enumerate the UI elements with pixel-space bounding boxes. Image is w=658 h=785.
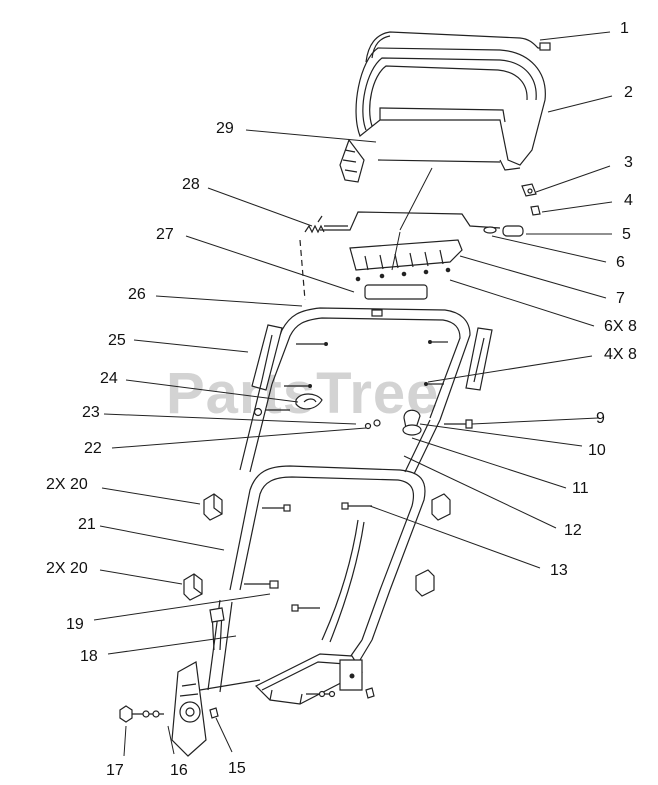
callout-25: 25 (108, 332, 126, 349)
part-lower-handle (207, 379, 441, 693)
part-control-cable (321, 519, 365, 643)
part-adjuster-plate (119, 661, 261, 757)
part-handle-grip-left (251, 324, 493, 391)
callout-21: 21 (78, 516, 96, 533)
watermark: PartsTree (166, 361, 440, 426)
small-fasteners (284, 340, 448, 388)
callout-2x20-upper: 2X 20 (46, 476, 88, 493)
callout-9: 9 (596, 410, 605, 427)
callout-23: 23 (82, 404, 100, 421)
callout-7: 7 (616, 290, 625, 307)
callout-2x20-lower: 2X 20 (46, 560, 88, 577)
part-cable (365, 31, 551, 63)
callout-12: 12 (564, 522, 582, 539)
callout-18: 18 (80, 648, 98, 665)
part-bracket-and-nut (521, 183, 541, 216)
callout-29: 29 (216, 120, 234, 137)
part-hinge-plate (349, 239, 463, 282)
part-washers (253, 407, 381, 430)
callout-6: 6 (616, 254, 625, 271)
callout-10: 10 (588, 442, 606, 459)
part-handle-knobs (183, 493, 451, 612)
callout-5: 5 (622, 226, 631, 243)
callout-15: 15 (228, 760, 246, 777)
part-upper-handle (261, 307, 471, 421)
part-knob-assembly (402, 409, 473, 436)
part-rod (320, 211, 524, 237)
callout-11: 11 (572, 480, 589, 497)
callout-2: 2 (624, 84, 633, 101)
callout-26: 26 (128, 286, 146, 303)
part-cable-clip (295, 393, 323, 410)
part-deck-bracket (254, 653, 375, 705)
callout-1: 1 (620, 20, 629, 37)
part-spring (299, 215, 325, 301)
part-height-lever (209, 607, 225, 651)
callout-24: 24 (100, 370, 118, 387)
callout-22: 22 (84, 440, 102, 457)
callout-16: 16 (170, 762, 188, 779)
callout-4: 4 (624, 192, 633, 209)
callout-28: 28 (182, 176, 200, 193)
callout-6x8: 6X 8 (604, 318, 637, 335)
leader-lines (93, 31, 613, 757)
callout-13: 13 (550, 562, 568, 579)
callout-27: 27 (156, 226, 174, 243)
callout-4x8: 4X 8 (604, 346, 637, 363)
callout-17: 17 (106, 762, 124, 779)
callout-19: 19 (66, 616, 84, 633)
part-foam-grip (364, 284, 428, 300)
part-top-cover (339, 47, 546, 183)
callout-3: 3 (624, 154, 633, 171)
